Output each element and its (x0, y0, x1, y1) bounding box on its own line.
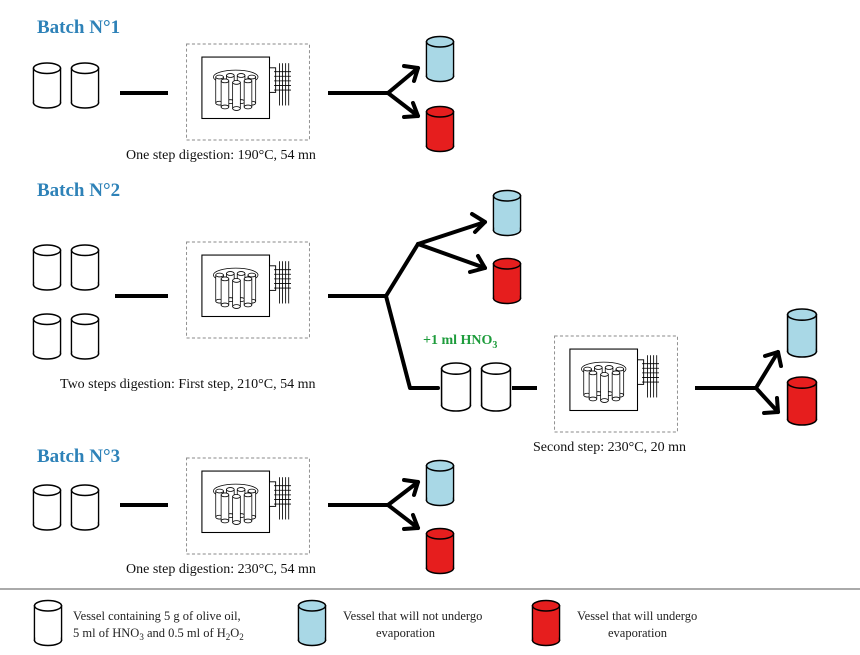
branch-arrows (384, 212, 487, 390)
batch3-caption: One step digestion: 230°C, 54 mn (126, 562, 316, 577)
white-vessel-icon (32, 313, 62, 360)
legend-blue-line1: Vessel that will not undergo (343, 609, 482, 623)
white-vessel-icon (70, 484, 100, 531)
blue-vessel-icon (786, 307, 818, 359)
legend-red-line1: Vessel that will undergo (577, 609, 697, 623)
batch2-caption: Two steps digestion: First step, 210°C, … (60, 377, 315, 392)
split-arrows (754, 350, 783, 415)
reagent-label: +1 ml HNO3 (423, 333, 497, 351)
batch2-input-vessels (32, 244, 100, 360)
batch2-second-step-vessels (440, 362, 512, 412)
blue-vessel-icon (297, 599, 327, 647)
red-vessel-icon (531, 599, 561, 647)
white-vessel-icon (33, 599, 63, 647)
batch3-input-vessels (32, 484, 100, 531)
legend: Vessel containing 5 g of olive oil, 5 ml… (33, 599, 697, 647)
white-vessel-icon (32, 484, 62, 531)
batch1-caption: One step digestion: 190°C, 54 mn (126, 148, 316, 163)
white-vessel-icon (70, 62, 100, 109)
legend-white-line2: 5 ml of HNO3 and 0.5 ml of H2O2 (73, 626, 244, 642)
split-arrows (386, 478, 420, 531)
microwave-digester-icon (185, 43, 311, 141)
white-vessel-icon (32, 62, 62, 109)
red-vessel-icon (425, 105, 455, 153)
red-vessel-icon (786, 375, 818, 427)
second-step-caption: Second step: 230°C, 20 mn (533, 440, 686, 455)
white-vessel-icon (70, 313, 100, 360)
blue-vessel-icon (425, 35, 455, 83)
microwave-digester-icon (553, 335, 679, 433)
split-arrows (386, 64, 420, 119)
batch2-title: Batch N°2 (37, 180, 120, 201)
legend-red-line2: evaporation (608, 626, 668, 640)
white-vessel-icon (480, 362, 512, 412)
batch1-input-vessels (32, 62, 100, 109)
batch3-title: Batch N°3 (37, 446, 120, 467)
legend-white-line1: Vessel containing 5 g of olive oil, (73, 609, 241, 623)
batch1-title: Batch N°1 (37, 17, 120, 38)
microwave-digester-icon (185, 457, 311, 555)
white-vessel-icon (32, 244, 62, 291)
red-vessel-icon (425, 527, 455, 575)
blue-vessel-icon (492, 189, 522, 237)
white-vessel-icon (70, 244, 100, 291)
blue-vessel-icon (425, 459, 455, 507)
microwave-digester-icon (185, 241, 311, 339)
white-vessel-icon (440, 362, 472, 412)
red-vessel-icon (492, 257, 522, 305)
legend-blue-line2: evaporation (376, 626, 436, 640)
